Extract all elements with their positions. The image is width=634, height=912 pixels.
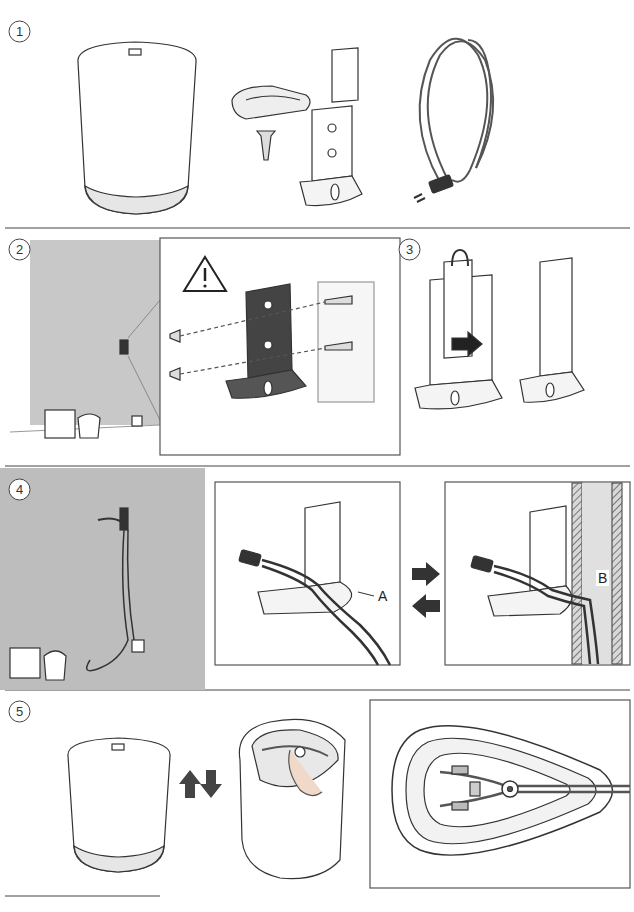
step-number: 1 (8, 20, 31, 43)
callout-letter: A (376, 588, 389, 604)
step-number-text: 5 (16, 704, 23, 719)
cable-routing (0, 468, 630, 690)
step-number: 4 (8, 478, 31, 501)
step-number: 5 (8, 700, 31, 723)
speaker-attach (68, 700, 630, 888)
step-number-text: 3 (406, 242, 413, 257)
parts-overview (78, 39, 493, 214)
wall-mounting (10, 238, 400, 455)
step-number: 2 (8, 238, 31, 261)
step-number: 3 (398, 238, 421, 261)
step-number-text: 2 (16, 242, 23, 257)
step-number-text: 4 (16, 482, 23, 497)
bracket-plate-insert (415, 250, 584, 409)
step-number-text: 1 (16, 24, 23, 39)
callout-letter: B (596, 570, 609, 586)
